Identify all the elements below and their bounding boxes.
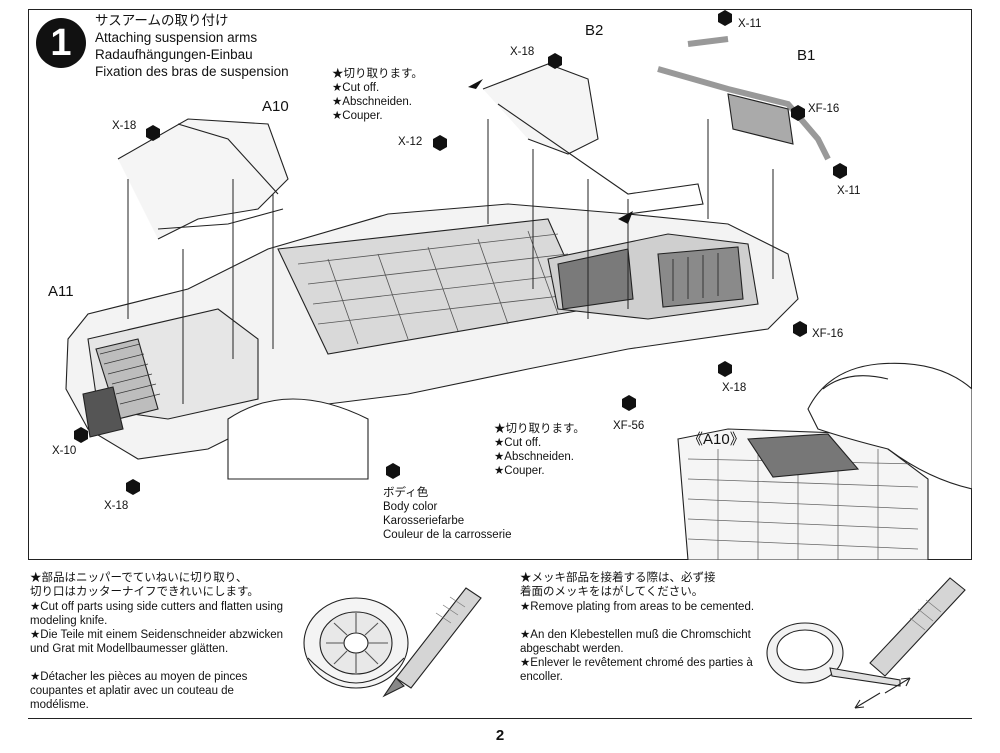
tip-right-ja1: ★メッキ部品を接着する際は、必ず接 (520, 572, 716, 584)
screw-label-x11: X-11 (837, 185, 861, 197)
part-label-b1: B1 (797, 47, 816, 64)
screw-label-xf16: XF-16 (808, 103, 840, 115)
tip-left-ja1: ★部品はニッパーでていねいに切り取り、 (30, 572, 248, 584)
chrome-scrape-illustration (766, 577, 966, 709)
tip-right-en: ★Remove plating from areas to be cemente… (520, 601, 755, 613)
screw-label-x18: X-18 (112, 120, 137, 132)
step-title-ja: サスアームの取り付け (95, 13, 229, 28)
body-color-en: Body color (383, 501, 438, 513)
tip-right-ja2: 着面のメッキをはがしてください。 (520, 586, 704, 598)
cut-note-bottom-de: ★Abschneiden. (494, 451, 575, 463)
cut-note-bottom-en: ★Cut off. (494, 437, 542, 449)
screw-label-xf16: XF-16 (812, 328, 844, 340)
tip-right-de: ★An den Klebestellen muß die Chromschich… (520, 629, 751, 655)
screw-label-x18: X-18 (722, 382, 747, 394)
screw-label-x18: X-18 (104, 500, 129, 512)
cut-note-top-de: ★Abschneiden. (332, 96, 413, 108)
step-title-fr: Fixation des bras de suspension (95, 64, 289, 79)
screw-label-x10: X-10 (52, 445, 77, 457)
step-title-de: Radaufhängungen-Einbau (95, 47, 253, 62)
cut-note-bottom-fr: ★Couper. (494, 465, 545, 477)
screw-label-x12: X-12 (398, 136, 423, 148)
part-label-b2: B2 (585, 22, 604, 39)
screw-label-x18: X-18 (510, 46, 535, 58)
tip-left-de: ★Die Teile mit einem Seidenschneider abz… (30, 629, 283, 655)
tip-left-en: ★Cut off parts using side cutters and fl… (30, 601, 284, 627)
part-label-a11: A11 (48, 283, 74, 300)
tip-left-fr: ★Détacher les pièces au moyen de pinces … (30, 671, 248, 711)
tip-right-fr: ★Enlever le revêtement chromé des partie… (520, 657, 753, 683)
part-label-a10-detail: 《A10》 (688, 431, 745, 448)
cut-note-top-ja: ★切り取ります。 (332, 68, 423, 80)
cut-note-top-fr: ★Couper. (332, 110, 383, 122)
tip-left-ja2: 切り口はカッターナイフできれいにします。 (30, 586, 259, 598)
step-frame (28, 9, 972, 560)
body-color-de: Karosseriefarbe (383, 515, 465, 527)
cut-note-top-en: ★Cut off. (332, 82, 380, 94)
page-number: 2 (495, 727, 505, 744)
step-number-badge: 1 (36, 18, 86, 68)
wheel-knife-illustration (303, 587, 482, 698)
cut-note-bottom-ja: ★切り取ります。 (494, 423, 585, 435)
screw-label-xf56: XF-56 (613, 420, 645, 432)
body-color-ja: ボディ色 (383, 487, 429, 499)
assembly-illustration (65, 10, 972, 560)
footer-rule (28, 718, 972, 719)
part-label-a10: A10 (262, 98, 289, 115)
body-color-fr: Couleur de la carrosserie (383, 529, 512, 541)
step-title-en: Attaching suspension arms (95, 30, 258, 45)
screw-label-x11: X-11 (738, 18, 762, 30)
